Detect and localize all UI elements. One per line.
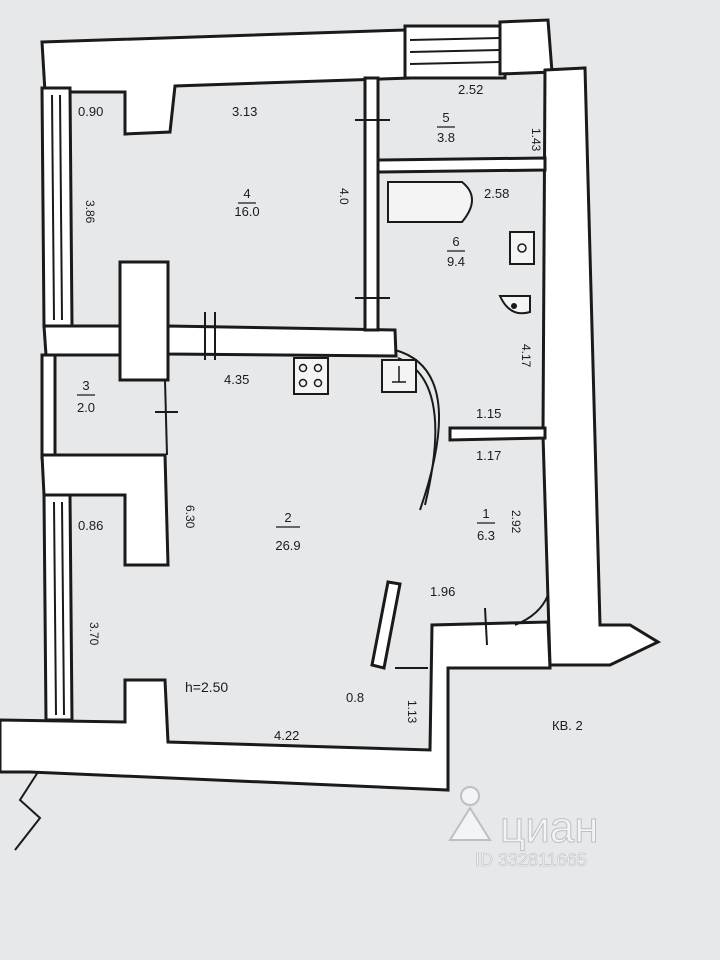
watermark-id: ID 332811665: [475, 850, 587, 870]
cian-logo-icon: [448, 786, 492, 841]
dim-0-86: 0.86: [78, 518, 103, 533]
room-5-area: 3.8: [437, 130, 455, 145]
room-4-number: 4: [243, 186, 250, 201]
room-2-number: 2: [284, 510, 291, 525]
dimension-labels: 0.90 3.13 2.52 1.43 3.86 4.0 2.58 4.35 4…: [78, 82, 543, 743]
dim-1-15: 1.15: [476, 406, 501, 421]
dim-4-35: 4.35: [224, 372, 249, 387]
watermark: циан ID 332811665: [448, 786, 599, 870]
dim-4-22: 4.22: [274, 728, 299, 743]
dim-3-86: 3.86: [83, 200, 97, 224]
room-2-area: 26.9: [275, 538, 300, 553]
dim-2-52: 2.52: [458, 82, 483, 97]
room-1-number: 1: [482, 506, 489, 521]
dim-3-13: 3.13: [232, 104, 257, 119]
watermark-brand: циан: [500, 803, 599, 852]
dim-0-8: 0.8: [346, 690, 364, 705]
dim-1-13: 1.13: [405, 700, 419, 724]
dim-1-43: 1.43: [529, 128, 543, 152]
stove-icon: [293, 357, 329, 395]
bathtub-icon: [387, 181, 473, 223]
dim-1-96: 1.96: [430, 584, 455, 599]
dim-2-92: 2.92: [509, 510, 523, 534]
dim-6-30: 6.30: [183, 505, 197, 529]
room-3-area: 2.0: [77, 400, 95, 415]
room-6-area: 9.4: [447, 254, 465, 269]
interior-walls: [118, 76, 549, 670]
room-1-area: 6.3: [477, 528, 495, 543]
dim-4-0: 4.0: [337, 188, 351, 205]
ceiling-height: h=2.50: [185, 679, 228, 695]
outer-walls: [0, 18, 662, 851]
room-5-number: 5: [442, 110, 449, 125]
room-6-number: 6: [452, 234, 459, 249]
dim-2-58: 2.58: [484, 186, 509, 201]
apartment-label: КВ. 2: [552, 718, 583, 733]
dim-4-17: 4.17: [519, 344, 533, 368]
dim-0-90: 0.90: [78, 104, 103, 119]
room-4-area: 16.0: [234, 204, 259, 219]
dim-3-70: 3.70: [87, 622, 101, 646]
room-labels: 4 16.0 5 3.8 6 9.4 3 2.0 2 26.9 1 6.3: [77, 110, 495, 553]
dim-1-17: 1.17: [476, 448, 501, 463]
fixtures: [293, 181, 535, 395]
sink-icon: [509, 231, 535, 265]
room-3-number: 3: [82, 378, 89, 393]
